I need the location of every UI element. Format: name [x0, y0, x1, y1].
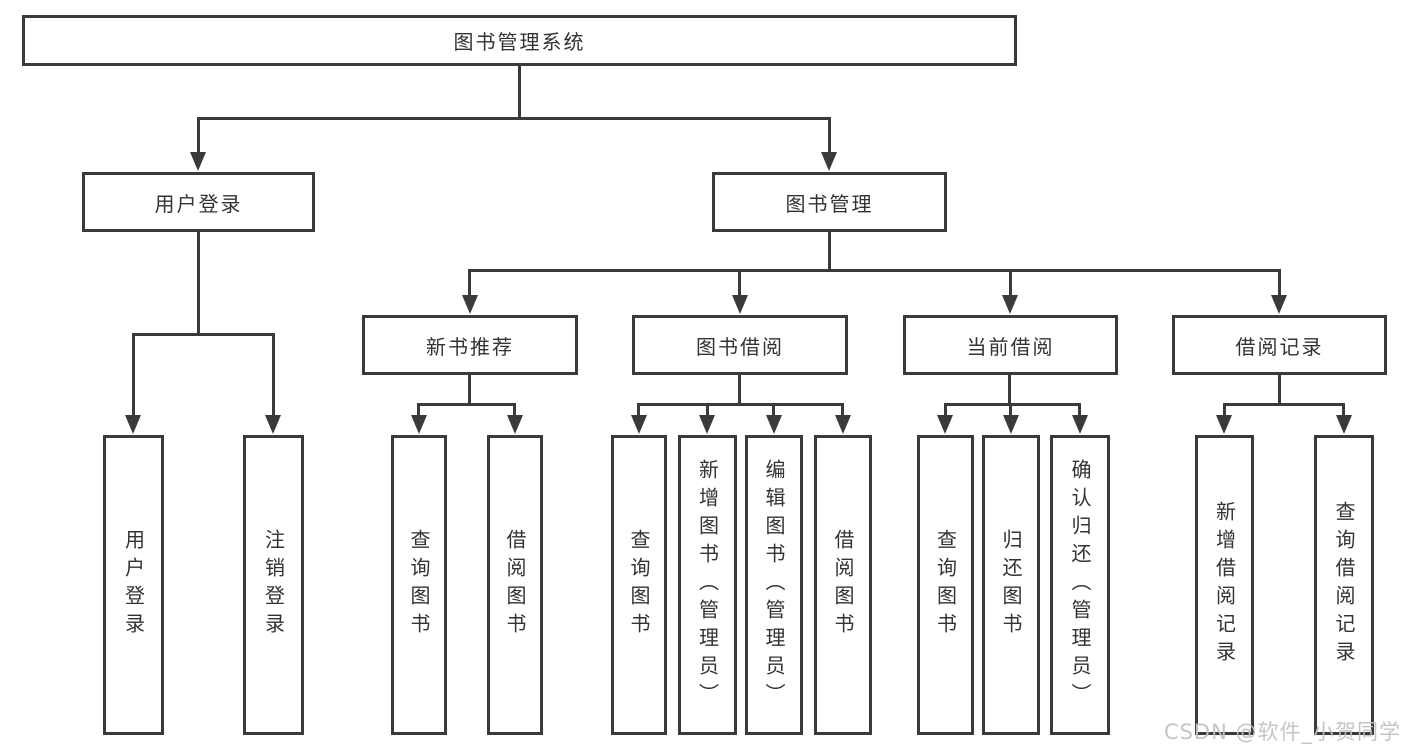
arrowhead-icon [1003, 415, 1019, 434]
leaf-borrow-edit-books-admin: 编辑图书（管理员） [745, 435, 803, 735]
leaf-records-add-record: 新增借阅记录 [1195, 435, 1254, 735]
leaf-current-return-books-label: 归还图书 [999, 529, 1023, 641]
edge-line [637, 403, 844, 406]
arrowhead-icon [937, 415, 953, 434]
leaf-newbook-borrow-books: 借阅图书 [487, 435, 543, 735]
edge-line [272, 333, 275, 417]
edge-line [1009, 403, 1012, 417]
edge-line [197, 117, 200, 154]
leaf-records-query-record-label: 查询借阅记录 [1332, 501, 1356, 669]
arrowhead-icon [835, 415, 851, 434]
edge-line [1009, 269, 1012, 297]
edge-line [637, 403, 640, 417]
arrowhead-icon [507, 415, 523, 434]
edge-line [772, 403, 775, 417]
leaf-current-query-books: 查询图书 [917, 435, 974, 735]
node-book-management: 图书管理 [712, 172, 947, 232]
leaf-borrow-edit-books-admin-label: 编辑图书（管理员） [762, 459, 786, 711]
leaf-user-login: 用户登录 [103, 435, 164, 735]
leaf-logout-label: 注销登录 [261, 529, 286, 641]
arrowhead-icon [1271, 295, 1287, 314]
edge-line [706, 403, 709, 417]
node-user-login: 用户登录 [82, 172, 315, 232]
node-current-borrow-label: 当前借阅 [966, 334, 1055, 359]
edge-line [1278, 373, 1281, 406]
csdn-watermark: CSDN @软件_小贺同学 [1163, 720, 1401, 744]
edge-line [738, 373, 741, 406]
arrowhead-icon [766, 415, 782, 434]
arrowhead-icon [462, 295, 478, 314]
leaf-current-return-books: 归还图书 [982, 435, 1040, 735]
arrowhead-icon [631, 415, 647, 434]
edge-line [1342, 403, 1345, 417]
edge-line [1008, 373, 1011, 406]
edge-line [132, 333, 135, 417]
leaf-records-query-record: 查询借阅记录 [1314, 435, 1374, 735]
edge-line [197, 230, 200, 336]
leaf-borrow-query-books: 查询图书 [611, 435, 667, 735]
edge-line [468, 269, 1281, 272]
node-book-borrow: 图书借阅 [632, 315, 848, 375]
node-borrow-records: 借阅记录 [1172, 315, 1387, 375]
arrowhead-icon [125, 415, 141, 434]
arrowhead-icon [411, 415, 427, 434]
leaf-newbook-query-books: 查询图书 [391, 435, 447, 735]
leaf-records-add-record-label: 新增借阅记录 [1212, 501, 1237, 669]
edge-line [518, 64, 521, 120]
arrowhead-icon [699, 415, 715, 434]
arrowhead-icon [1216, 415, 1232, 434]
arrowhead-icon [732, 295, 748, 314]
node-root-label: 图书管理系统 [453, 30, 586, 54]
node-current-borrow: 当前借阅 [903, 315, 1118, 375]
arrowhead-icon [1002, 295, 1018, 314]
arrowhead-icon [1336, 415, 1352, 434]
edge-line [513, 403, 516, 417]
leaf-logout: 注销登录 [243, 435, 304, 735]
node-book-management-label: 图书管理 [785, 191, 874, 216]
leaf-borrow-add-books-admin: 新增图书（管理员） [678, 435, 737, 735]
leaf-borrow-add-books-admin-label: 新增图书（管理员） [695, 459, 720, 711]
edge-line [738, 269, 741, 297]
leaf-borrow-borrow-books-label: 借阅图书 [831, 529, 855, 641]
edge-line [944, 403, 1081, 406]
leaf-current-query-books-label: 查询图书 [933, 529, 958, 641]
leaf-newbook-borrow-books-label: 借阅图书 [503, 529, 527, 641]
arrowhead-icon [190, 152, 206, 171]
node-root: 图书管理系统 [22, 15, 1017, 66]
arrowhead-icon [1072, 415, 1088, 434]
leaf-user-login-label: 用户登录 [121, 529, 146, 641]
edge-line [828, 230, 831, 272]
node-new-book-recommend-label: 新书推荐 [426, 334, 514, 359]
leaf-current-confirm-return-admin: 确认归还（管理员） [1050, 435, 1110, 735]
node-book-borrow-label: 图书借阅 [696, 334, 784, 359]
node-new-book-recommend: 新书推荐 [362, 315, 578, 375]
edge-line [828, 117, 831, 154]
edge-line [1278, 269, 1281, 297]
arrowhead-icon [265, 415, 281, 434]
node-borrow-records-label: 借阅记录 [1235, 334, 1324, 359]
leaf-newbook-query-books-label: 查询图书 [407, 529, 431, 641]
arrowhead-icon [821, 152, 837, 171]
edge-line [417, 403, 516, 406]
edge-line [944, 403, 947, 417]
leaf-borrow-query-books-label: 查询图书 [627, 529, 651, 641]
leaf-borrow-borrow-books: 借阅图书 [814, 435, 872, 735]
edge-line [132, 333, 274, 336]
edge-line [468, 269, 471, 297]
edge-line [197, 117, 830, 120]
edge-line [841, 403, 844, 417]
edge-line [1223, 403, 1226, 417]
leaf-current-confirm-return-admin-label: 确认归还（管理员） [1068, 459, 1092, 711]
node-user-login-label: 用户登录 [154, 191, 243, 216]
edge-line [1223, 403, 1345, 406]
edge-line [417, 403, 420, 417]
edge-line [468, 373, 471, 406]
edge-line [1078, 403, 1081, 417]
